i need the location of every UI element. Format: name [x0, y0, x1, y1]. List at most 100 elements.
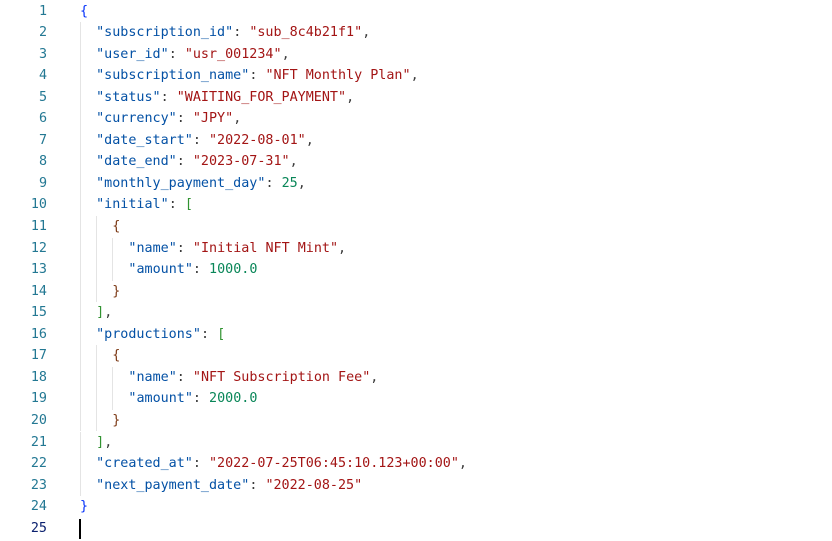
code-line[interactable]: 18 "name": "NFT Subscription Fee",	[0, 367, 832, 389]
token-str: "usr_001234"	[184, 46, 282, 62]
token-punc: :	[200, 326, 218, 342]
code-line[interactable]: 13"amount": 1000.0	[0, 259, 832, 281]
code-line[interactable]: 5"status": "WAITING_FOR_PAYMENT",	[0, 87, 832, 109]
token-punc: ,	[370, 369, 379, 385]
code-line[interactable]: 8"date_end": "2023-07-31",	[0, 151, 832, 173]
token-b2: ]	[96, 434, 105, 450]
token-punc: :	[176, 154, 193, 170]
token-punc: :	[249, 68, 266, 84]
indent-guide	[96, 388, 98, 410]
code-text: "name": "NFT Subscription Fee",	[128, 367, 378, 389]
code-line[interactable]: 6"currency": "JPY",	[0, 108, 832, 130]
line-number: 11	[30, 219, 47, 234]
indent-guide	[112, 366, 114, 389]
code-text: ],	[96, 302, 112, 324]
code-text: "subscription_id": "sub_8c4b21f1",	[96, 22, 370, 44]
code-line[interactable]: 1{	[0, 1, 832, 23]
token-key: "subscription_name"	[96, 68, 250, 84]
line-number: 13	[30, 262, 47, 278]
token-b1: }	[80, 499, 89, 515]
token-punc: :	[176, 240, 193, 256]
line-number: 18	[30, 369, 47, 385]
code-line[interactable]: 3 "user_id": "usr_001234",	[0, 44, 832, 66]
token-str: "WAITING_FOR_PAYMENT"	[176, 89, 347, 105]
code-text: "subscription_name": "NFT Monthly Plan",	[96, 65, 419, 87]
code-text: }	[112, 281, 120, 303]
code-line[interactable]: 20}	[0, 410, 832, 432]
line-number: 24	[30, 499, 47, 515]
token-punc: ,	[104, 305, 113, 321]
indent-guide	[96, 280, 98, 303]
token-b1: {	[80, 3, 89, 19]
token-punc: :	[192, 456, 209, 472]
token-punc: :	[192, 262, 210, 278]
code-line[interactable]: 25	[0, 518, 832, 540]
line-number: 8	[38, 154, 47, 170]
line-number: 10	[30, 197, 47, 213]
token-str: "NFT Subscription Fee"	[192, 369, 371, 385]
indent-guide	[80, 431, 81, 454]
token-str: "2022-08-01"	[209, 132, 306, 148]
token-punc: :	[192, 391, 210, 407]
indent-guide	[96, 216, 98, 238]
code-line[interactable]: 16"productions": [	[0, 324, 832, 346]
token-num: 25	[281, 175, 298, 191]
code-line[interactable]: 7"date_start": "2022-08-01",	[0, 130, 832, 152]
code-line[interactable]: 17{	[0, 345, 832, 367]
code-text: "amount": 2000.0	[128, 388, 257, 410]
token-key: "amount"	[128, 262, 193, 278]
code-text: "monthly_payment_day": 25,	[96, 173, 306, 195]
token-b2: [	[217, 326, 226, 342]
code-line[interactable]: 2"subscription_id": "sub_8c4b21f1",	[0, 22, 832, 44]
code-text: "initial": [	[96, 194, 193, 216]
code-line[interactable]: 4 "subscription_name": "NFT Monthly Plan"…	[0, 65, 832, 87]
token-key: "created_at"	[96, 456, 193, 472]
indent-guide	[96, 409, 98, 432]
line-number: 4	[38, 68, 47, 84]
indent-guide	[80, 43, 81, 66]
indent-guide	[112, 237, 114, 260]
code-line[interactable]: 21],	[0, 432, 832, 454]
token-punc: :	[168, 197, 185, 213]
code-line[interactable]: 23 "next_payment_date": "2022-08-25"	[0, 475, 832, 497]
indent-guide	[96, 259, 98, 281]
token-punc: ,	[362, 25, 371, 41]
token-key: "date_end"	[96, 154, 177, 170]
code-line[interactable]: 24}	[0, 496, 832, 518]
token-punc: :	[176, 369, 193, 385]
line-number: 19	[30, 391, 47, 407]
token-b3: {	[112, 219, 121, 234]
code-line[interactable]: 22"created_at": "2022-07-25T06:45:10.123…	[0, 453, 832, 475]
code-line[interactable]: 10 "initial": [	[0, 194, 832, 216]
code-line[interactable]: 19 "amount": 2000.0	[0, 388, 832, 410]
code-text: "next_payment_date": "2022-08-25"	[96, 475, 362, 497]
indent-guide	[80, 194, 81, 216]
code-line[interactable]: 11 {	[0, 216, 832, 238]
token-punc: :	[176, 111, 193, 127]
token-key: "productions"	[96, 326, 201, 342]
token-key: "currency"	[96, 111, 177, 127]
token-str: "2023-07-31"	[192, 154, 290, 170]
code-line[interactable]: 15],	[0, 302, 832, 324]
line-number: 3	[38, 46, 47, 62]
token-key: "name"	[128, 240, 177, 256]
token-punc: :	[168, 46, 185, 62]
code-line[interactable]: 14}	[0, 281, 832, 303]
indent-guide	[80, 453, 81, 475]
line-number: 23	[30, 477, 47, 493]
code-text: "user_id": "usr_001234",	[96, 44, 290, 66]
token-key: "name"	[128, 369, 177, 385]
token-key: "subscription_id"	[96, 25, 234, 41]
code-line[interactable]: 9"monthly_payment_day": 25,	[0, 173, 832, 195]
token-key: "user_id"	[96, 46, 169, 62]
code-text: {	[80, 1, 88, 23]
token-punc: :	[192, 132, 209, 148]
token-b3: {	[112, 348, 121, 364]
token-b2: ]	[96, 305, 105, 321]
token-punc: ,	[338, 240, 347, 256]
code-line[interactable]: 12"name": "Initial NFT Mint",	[0, 238, 832, 260]
line-number: 22	[30, 456, 47, 472]
token-punc: ,	[104, 434, 113, 450]
token-punc: ,	[281, 46, 290, 62]
